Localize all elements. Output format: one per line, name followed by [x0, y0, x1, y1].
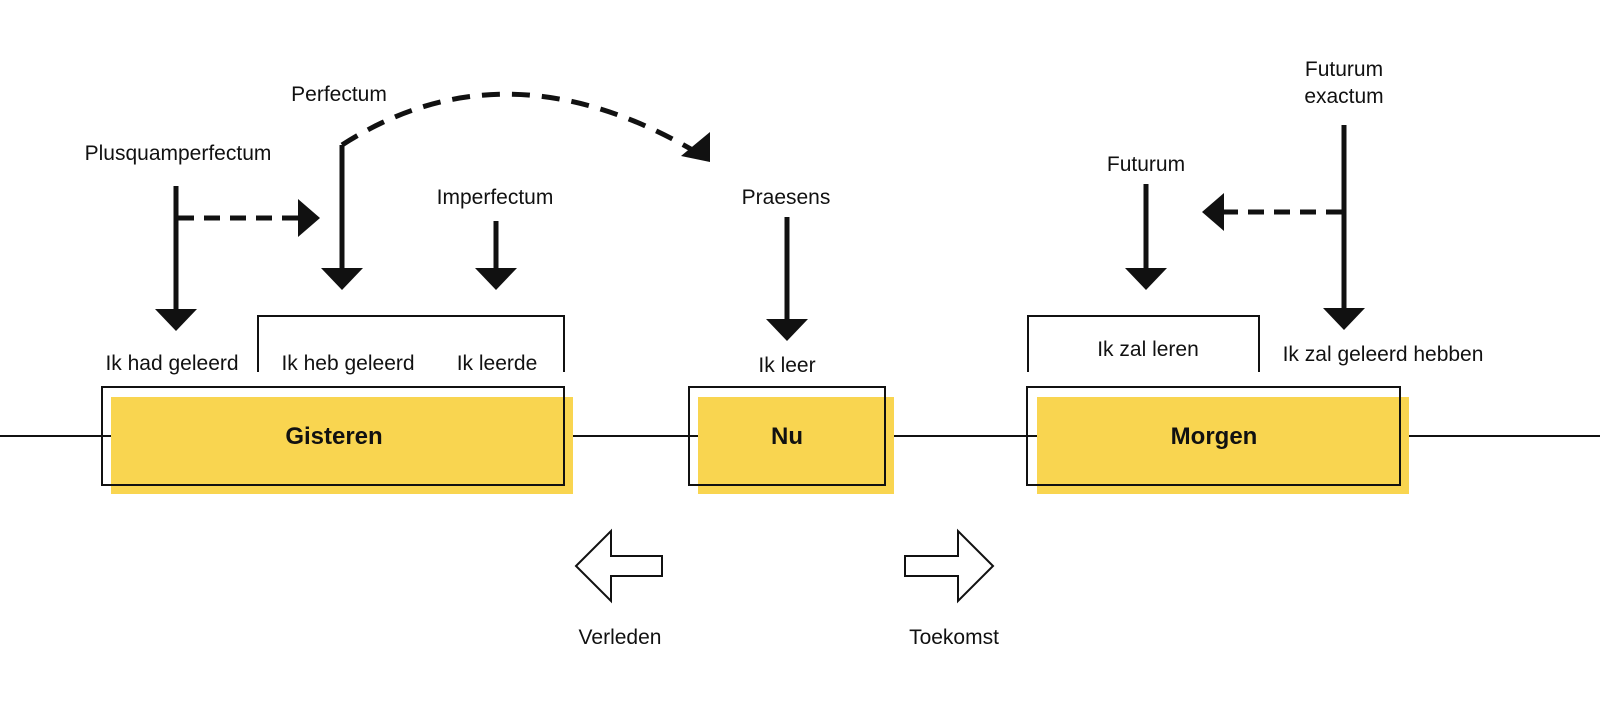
period-past-fill: [111, 397, 573, 494]
tense-label-futurum-exactum-line2: exactum: [1304, 85, 1384, 108]
dashed-arrow-icon: [1202, 193, 1342, 231]
tense-label-futurum-exactum: Futurum exactum: [1304, 56, 1383, 110]
example-zal-geleerd-hebben: Ik zal geleerd hebben: [1282, 343, 1484, 366]
tense-label-futurum-exactum-line1: Futurum: [1304, 58, 1384, 81]
arrow-down-icon: [321, 145, 363, 290]
period-present-fill: [698, 397, 894, 494]
example-had-geleerd: Ik had geleerd: [105, 352, 239, 375]
bracket-past: [257, 315, 565, 372]
dashed-arrow-icon: [178, 199, 320, 237]
tense-label-imperfectum: Imperfectum: [436, 186, 554, 209]
period-label-future: Morgen: [1170, 423, 1258, 450]
bracket-future: [1027, 315, 1260, 372]
example-leer: Ik leer: [758, 354, 816, 377]
period-future-fill: [1037, 397, 1409, 494]
example-heb-geleerd: Ik heb geleerd: [281, 352, 415, 375]
arrow-down-icon: [155, 186, 197, 331]
tense-label-futurum: Futurum: [1106, 153, 1186, 176]
arrow-down-icon: [1323, 125, 1365, 330]
tense-label-perfectum: Perfectum: [291, 83, 387, 106]
period-label-present: Nu: [771, 423, 803, 450]
period-future-outline: [1026, 386, 1401, 486]
period-present-outline: [688, 386, 886, 486]
tense-label-praesens: Praesens: [741, 186, 831, 209]
outline-arrow-left-icon: [574, 528, 663, 604]
outline-arrow-right-icon: [904, 528, 995, 604]
period-past-outline: [101, 386, 565, 486]
arrow-down-icon: [1125, 184, 1167, 290]
tense-label-plusquamperfectum: Plusquamperfectum: [84, 142, 272, 165]
arrow-down-icon: [766, 217, 808, 341]
dashed-arrow-icon: [340, 91, 710, 162]
direction-label-past: Verleden: [578, 626, 662, 649]
example-zal-leren: Ik zal leren: [1097, 338, 1199, 361]
period-label-past: Gisteren: [285, 423, 383, 450]
direction-label-future: Toekomst: [909, 626, 999, 649]
example-leerde: Ik leerde: [456, 352, 538, 375]
arrow-down-icon: [475, 221, 517, 290]
